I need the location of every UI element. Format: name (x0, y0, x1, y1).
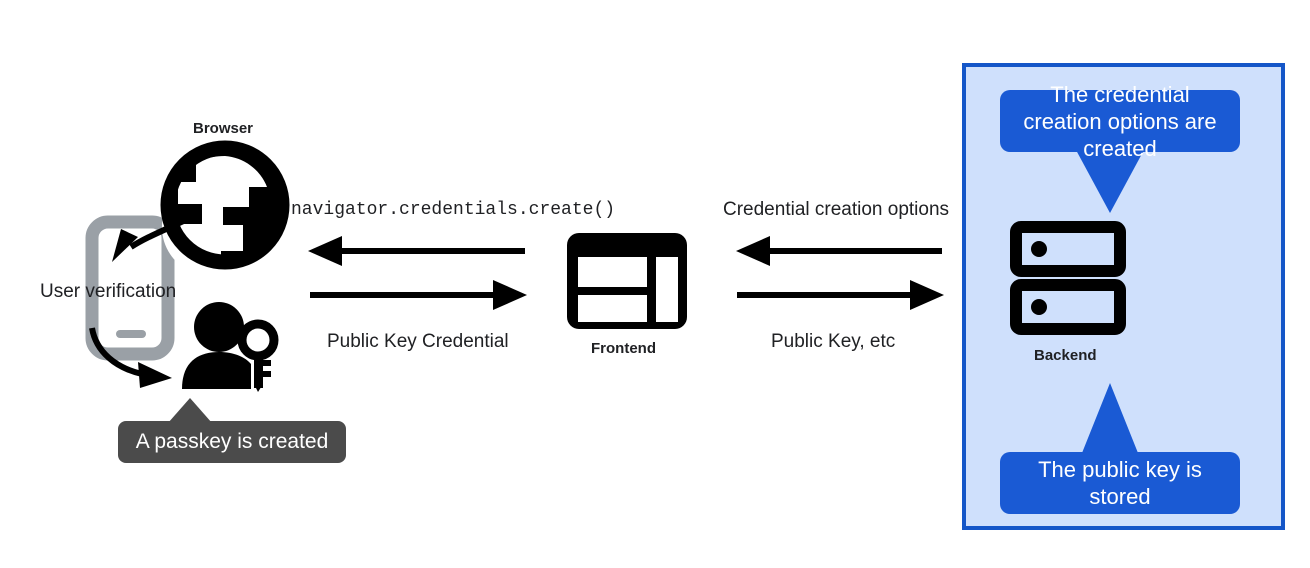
callout-top-tail (1076, 150, 1144, 213)
arrow-label-credential-creation-options: Credential creation options (723, 199, 950, 220)
arrow-label-navigator-credentials-create: navigator.credentials.create() (291, 200, 616, 220)
callout-credential-creation-options: The credential creation options are crea… (1000, 82, 1240, 161)
globe-icon (160, 140, 290, 277)
arrow-navigator-credentials-create[interactable] (308, 236, 525, 266)
arrow-label-public-key-etc: Public Key, etc (771, 331, 896, 352)
arrow-public-key-etc[interactable] (737, 280, 944, 310)
arrow-label-public-key-credential: Public Key Credential (327, 331, 509, 352)
backend-label: Backend (1034, 347, 1097, 364)
browser-label: Browser (193, 120, 254, 137)
user-verification-label: User verification (40, 281, 177, 302)
callout-bottom-tail (1082, 383, 1138, 453)
tooltip-tail (168, 398, 212, 423)
callout-public-key-stored: The public key is stored (1000, 452, 1240, 514)
user-with-key-icon (182, 302, 279, 392)
tooltip-passkey-created: A passkey is created (118, 421, 346, 463)
frontend-label: Frontend (591, 340, 656, 357)
arrow-phone-to-user (89, 327, 172, 388)
layout-window-icon (567, 233, 687, 329)
arrow-credential-creation-options[interactable] (736, 236, 942, 266)
arrow-public-key-credential[interactable] (310, 280, 527, 310)
arrow-browser-to-phone (112, 212, 198, 262)
